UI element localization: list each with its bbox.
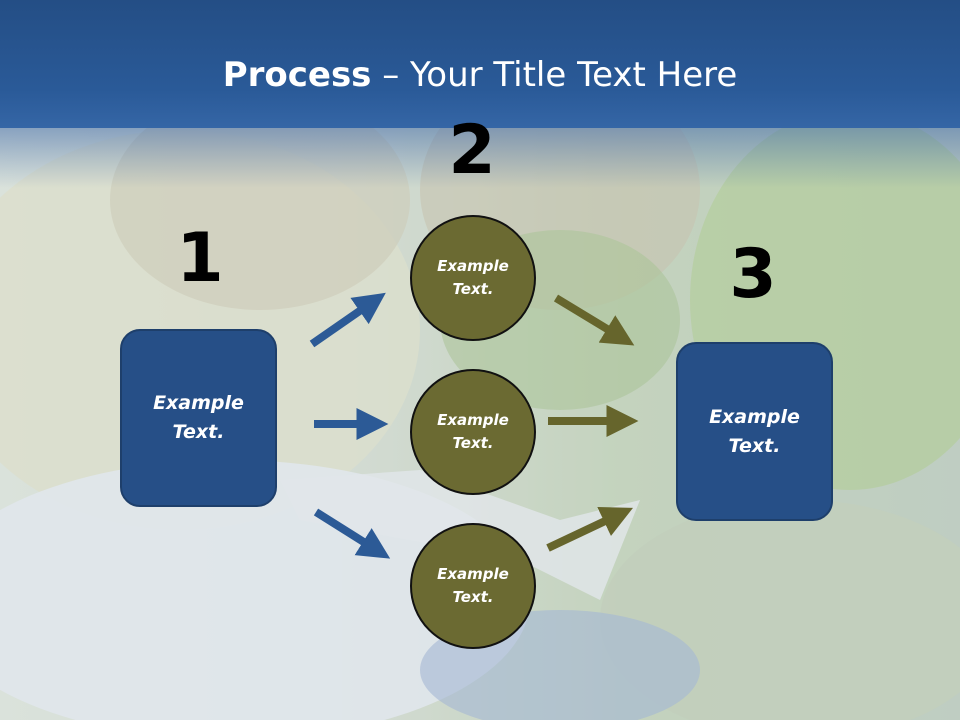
circle-top-text: Example Text.	[437, 257, 509, 298]
title-bar-fade	[0, 128, 960, 188]
arrow-left-to-top	[309, 292, 386, 348]
right-process-box: Example Text.	[676, 342, 833, 521]
step-number-3: 3	[729, 235, 777, 314]
circle-top: Example Text.	[410, 215, 536, 341]
left-box-text: Example Text.	[153, 392, 244, 443]
arrow-bottom-to-right	[546, 507, 634, 552]
circle-bottom: Example Text.	[410, 523, 536, 649]
arrow-left-to-bottom	[313, 508, 391, 559]
slide-title: Process – Your Title Text Here	[0, 54, 960, 96]
title-rest: – Your Title Text Here	[371, 55, 738, 95]
step-number-1: 1	[176, 219, 224, 298]
right-box-text: Example Text.	[709, 405, 800, 457]
title-bar	[0, 0, 960, 128]
step-number-2: 2	[448, 111, 496, 190]
circle-middle: Example Text.	[410, 369, 536, 495]
left-process-box: Example Text.	[120, 329, 277, 507]
circle-middle-text: Example Text.	[437, 411, 509, 452]
circle-bottom-text: Example Text.	[437, 565, 509, 606]
title-bold: Process	[222, 55, 372, 95]
arrow-top-to-right	[553, 294, 635, 346]
